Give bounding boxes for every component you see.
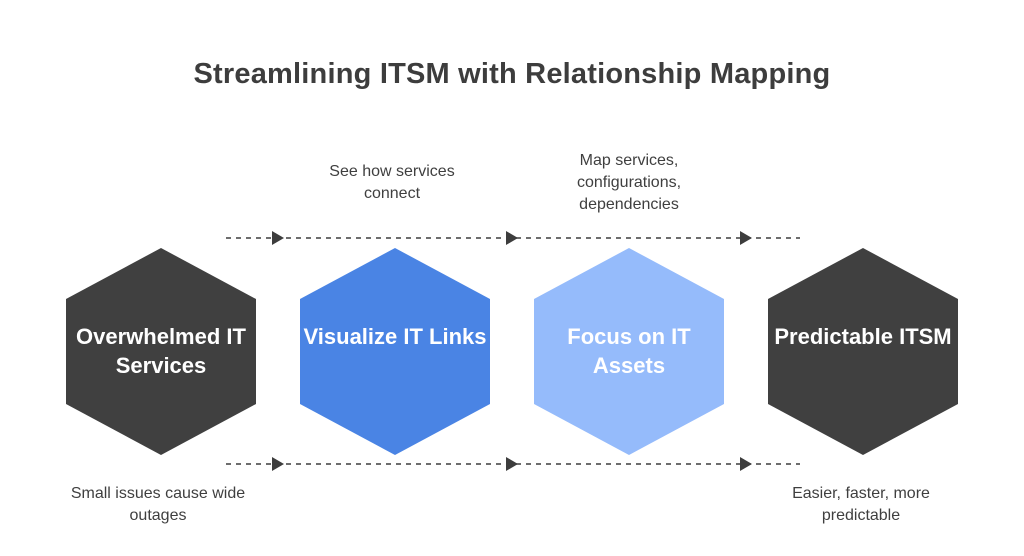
arrow-right-icon xyxy=(506,231,518,245)
arrow-right-icon xyxy=(272,457,284,471)
arrow-right-icon xyxy=(272,231,284,245)
top-note-see-connections: See how services connect xyxy=(329,163,455,202)
step-label-overwhelmed: Overwhelmed IT Services xyxy=(76,324,246,378)
hexagon-predictable-itsm xyxy=(768,248,958,455)
arrow-right-icon xyxy=(506,457,518,471)
hexagon-visualize-it-links xyxy=(300,248,490,455)
step-label-focus: Focus on IT Assets xyxy=(567,324,691,378)
bottom-connector xyxy=(226,457,800,471)
bottom-note-small-issues: Small issues cause wide outages xyxy=(70,485,246,524)
top-note-map-services: Map services, configurations, dependenci… xyxy=(576,152,682,213)
hexagon-overwhelmed-it-services xyxy=(66,248,256,455)
step-label-visualize: Visualize IT Links xyxy=(303,324,487,349)
bottom-note-easier-faster: Easier, faster, more predictable xyxy=(792,485,930,524)
diagram-title: Streamlining ITSM with Relationship Mapp… xyxy=(193,58,831,90)
arrow-right-icon xyxy=(740,231,752,245)
step-label-predictable: Predictable ITSM xyxy=(774,324,952,349)
hexagon-focus-on-it-assets xyxy=(534,248,724,455)
arrow-right-icon xyxy=(740,457,752,471)
top-connector xyxy=(226,231,800,245)
